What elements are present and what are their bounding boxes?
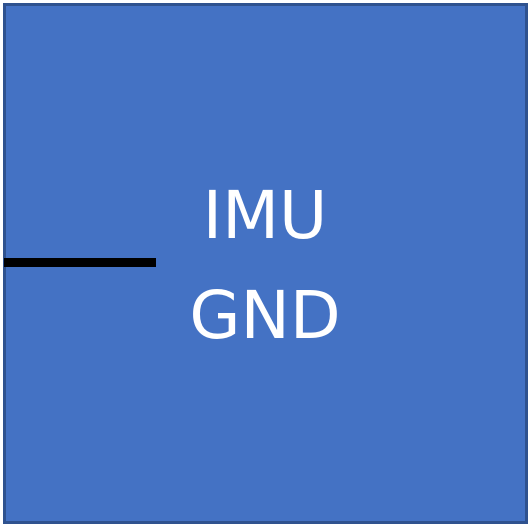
- block-label-gnd: GND: [189, 277, 341, 354]
- gnd-wire: [4, 258, 156, 267]
- block-label-imu: IMU: [202, 177, 328, 254]
